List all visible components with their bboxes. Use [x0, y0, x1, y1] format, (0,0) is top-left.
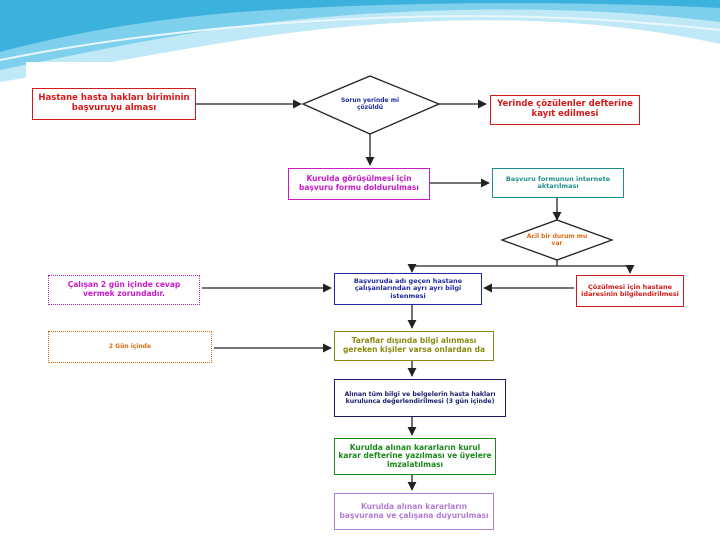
decision-book-node: Kurulda alınan kararların kurul karar de… — [334, 438, 496, 475]
evaluate-node: Alınan tüm bilgi ve belgelerin hasta hak… — [334, 379, 506, 417]
decision1-diamond — [301, 75, 441, 135]
employees-node: Başvuruda adı geçen hastane çalışanların… — [334, 273, 482, 305]
decision2-diamond — [500, 219, 614, 261]
resolved-node: Yerinde çözülenler defterine kayıt edilm… — [490, 95, 640, 125]
header-wave-dark — [0, 0, 720, 52]
start-node: Hastane hasta hakları biriminin başvuruy… — [32, 88, 196, 120]
edge-decision2-to-urgent — [557, 264, 635, 274]
inform-node: Kurulda alınan kararların başvurana ve ç… — [334, 493, 494, 530]
decision2-label: Acil bir durum mu var — [526, 233, 588, 247]
decision1-label: Sorun yerinde mi çözüldü — [340, 97, 400, 111]
note1-node: Çalışan 2 gün içinde cevap vermek zorund… — [48, 275, 200, 305]
urgent-node: Çözülmesi için hastane idaresinin bilgil… — [576, 275, 684, 307]
flowchart-edges — [196, 75, 635, 491]
notify-node: Başvuru formunun internete aktarılması — [492, 168, 624, 198]
note2-node: 2 Gün içinde — [48, 331, 212, 363]
flowchart-canvas: Hastane hasta hakları biriminin başvuruy… — [26, 62, 696, 536]
form-node: Kurulda görüşülmesi için başvuru formu d… — [288, 168, 430, 200]
edge-decision2-to-employees — [407, 260, 558, 273]
header-wave-highlight — [0, 15, 720, 61]
parties-node: Taraflar dışında bilgi alınması gereken … — [334, 331, 494, 361]
